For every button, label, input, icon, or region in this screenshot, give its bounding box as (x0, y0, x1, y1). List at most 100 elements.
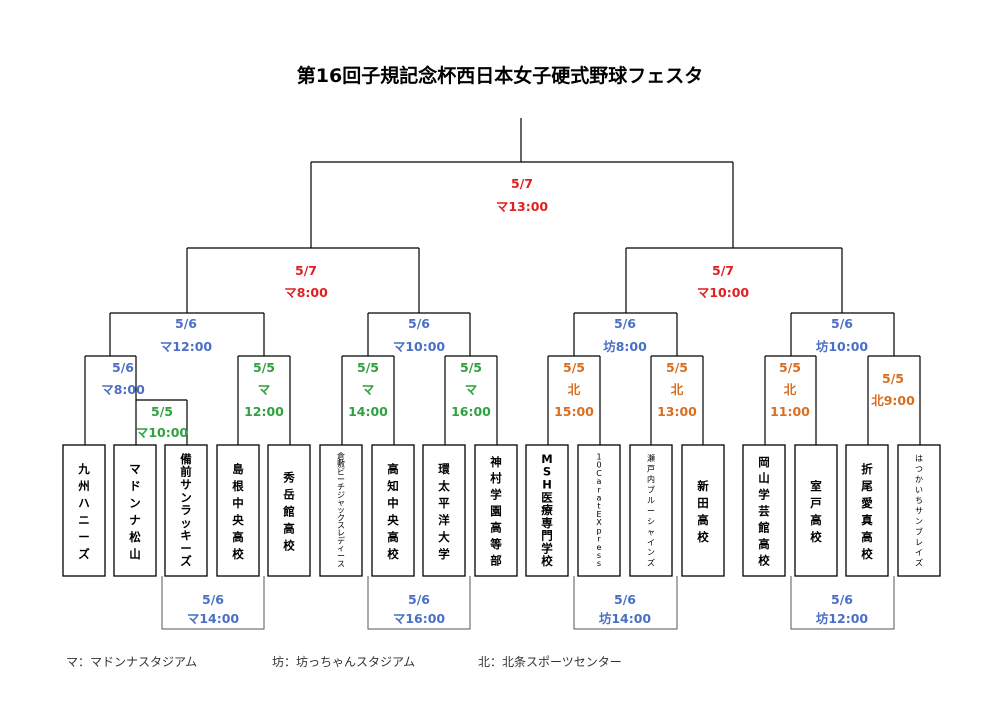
team-box-frame (164, 444, 208, 577)
r1g-venue: 北 (784, 382, 797, 397)
team-box-frame (525, 444, 569, 577)
consolation-4-date: 5/6 (831, 592, 853, 607)
qf3-date: 5/6 (614, 316, 636, 331)
team-box-frame (681, 444, 725, 577)
consolation-3-date: 5/6 (614, 592, 636, 607)
team-box: 神村学園高等部 (474, 444, 518, 577)
team-box-frame (742, 444, 786, 577)
team-box-frame (577, 444, 621, 577)
final-date: 5/7 (511, 176, 533, 191)
venue-legend: マ：マドンナスタジアム 坊：坊っちゃんスタジアム 北：北条スポーツセンター (66, 654, 622, 669)
r2a-date: 5/6 (112, 360, 134, 375)
qf2-time: マ10:00 (393, 339, 446, 354)
team-name: 折尾愛真高校 (860, 462, 873, 561)
r1c-venue: マ (362, 382, 375, 397)
team-name: 神村学園高等部 (489, 455, 502, 568)
team-box-frame (62, 444, 106, 577)
team-box: 倉敷ビーチジャックスレディース (319, 444, 363, 577)
r1f-date: 5/5 (666, 360, 688, 375)
r1c-date: 5/5 (357, 360, 379, 375)
team-box: 島根中央高校 (216, 444, 260, 577)
sf-right-time: マ10:00 (697, 285, 750, 300)
team-box: 新田高校 (681, 444, 725, 577)
page-title: 第16回子規記念杯西日本女子硬式野球フェスタ (297, 64, 703, 87)
team-name: 九州ハニーズ (77, 462, 90, 561)
final-time: マ13:00 (496, 199, 549, 214)
team-box-frame (897, 444, 941, 577)
qf1-date: 5/6 (175, 316, 197, 331)
qf4-date: 5/6 (831, 316, 853, 331)
r1c-time: 14:00 (348, 404, 388, 419)
team-box-frame (422, 444, 466, 577)
r1f-venue: 北 (671, 382, 684, 397)
consolation-3-time: 坊14:00 (599, 611, 652, 626)
team-name: はつかいちサンブレイズ (915, 454, 923, 568)
consolation-4-time: 坊12:00 (816, 611, 869, 626)
legend-item-hojo: 北：北条スポーツセンター (478, 655, 622, 669)
r1f-time: 13:00 (657, 404, 697, 419)
r1d-time: 16:00 (451, 404, 491, 419)
team-box-frame (267, 444, 311, 577)
r1a-time: マ10:00 (136, 425, 189, 440)
r1e-date: 5/5 (563, 360, 585, 375)
sf-left-time: マ8:00 (284, 285, 328, 300)
r1e-time: 15:00 (554, 404, 594, 419)
team-name: 新田高校 (697, 479, 709, 544)
r1g-time: 11:00 (770, 404, 810, 419)
r1a-date: 5/5 (151, 404, 173, 419)
legend-item-madonna: マ：マドンナスタジアム (66, 655, 197, 669)
team-name: マドンナ松山 (129, 462, 141, 561)
sf-right-date: 5/7 (712, 263, 734, 278)
team-box-frame (371, 444, 415, 577)
r1g-date: 5/5 (779, 360, 801, 375)
team-box: 瀬戸内ブルーシャインズ (629, 444, 673, 577)
team-name: 室戸高校 (810, 479, 822, 544)
team-name: 岡山学芸館高校 (757, 455, 770, 568)
r1h-time: 北9:00 (871, 393, 915, 408)
team-box: 岡山学芸館高校 (742, 444, 786, 577)
consolation-2-date: 5/6 (408, 592, 430, 607)
qf1-time: マ12:00 (160, 339, 213, 354)
team-box: 環太平洋大学 (422, 444, 466, 577)
team-box: 室戸高校 (794, 444, 838, 577)
team-box-frame (845, 444, 889, 577)
r1b-venue: マ (258, 382, 271, 397)
team-box-frame (794, 444, 838, 577)
team-box: 秀岳館高校 (267, 444, 311, 577)
team-box: 高知中央高校 (371, 444, 415, 577)
team-box-frame (629, 444, 673, 577)
team-box-frame (474, 444, 518, 577)
team-name: 高知中央高校 (386, 462, 399, 561)
qf2-date: 5/6 (408, 316, 430, 331)
r1b-date: 5/5 (253, 360, 275, 375)
bracket-lines (84, 118, 921, 630)
team-box: 九州ハニーズ (62, 444, 106, 577)
team-name: 環太平洋大学 (437, 462, 450, 561)
qf4-time: 坊10:00 (816, 339, 869, 354)
sf-left-date: 5/7 (295, 263, 317, 278)
team-box: 折尾愛真高校 (845, 444, 889, 577)
qf3-time: 坊8:00 (603, 339, 647, 354)
r1d-date: 5/5 (460, 360, 482, 375)
consolation-2-time: マ16:00 (393, 611, 446, 626)
match-labels: 5/7 マ13:00 5/7 マ8:00 5/7 マ10:00 5/6 マ12:… (101, 176, 915, 626)
consolation-1-time: マ14:00 (187, 611, 240, 626)
team-name: 瀬戸内ブルーシャインズ (647, 453, 655, 568)
r1b-time: 12:00 (244, 404, 284, 419)
team-box: 備前サンラッキーズ (164, 444, 208, 577)
team-box: マドンナ松山 (113, 444, 157, 577)
team-box-frame (113, 444, 157, 577)
legend-item-botchan: 坊：坊っちゃんスタジアム (272, 654, 415, 669)
team-name: 備前サンラッキーズ (180, 452, 192, 568)
r1e-venue: 北 (568, 382, 581, 397)
team-name: 倉敷ビーチジャックスレディース (337, 451, 345, 568)
r1h-date: 5/5 (882, 371, 904, 386)
team-box-frame (319, 444, 363, 577)
r1d-venue: マ (465, 382, 478, 397)
